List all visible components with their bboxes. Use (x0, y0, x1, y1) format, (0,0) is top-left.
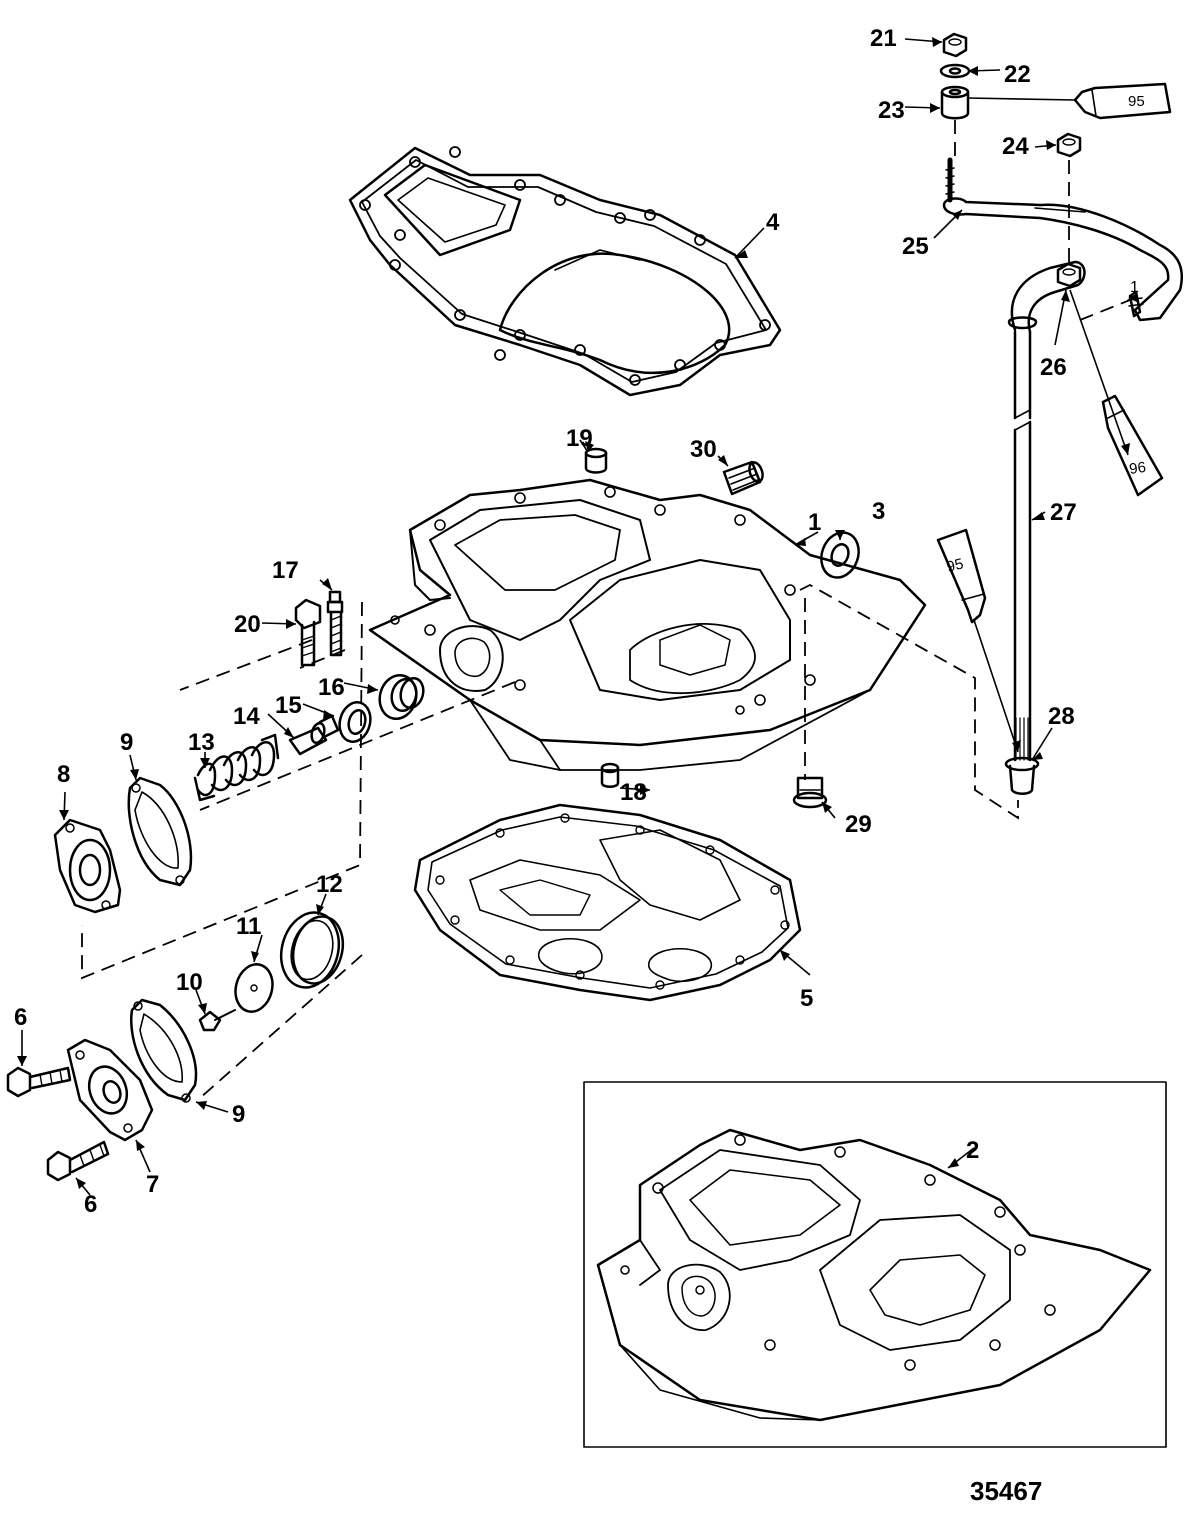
disc-12 (279, 911, 345, 989)
callout-29: 29 (845, 811, 872, 838)
callout-20: 20 (234, 611, 261, 638)
dashed-lines (81, 120, 1136, 1099)
lever-25 (942, 157, 1184, 322)
callout-7: 7 (146, 1171, 159, 1198)
adapter-plate-alt (596, 1128, 1152, 1422)
callout-3: 3 (872, 498, 885, 525)
callout-17: 17 (272, 557, 299, 584)
seal-16 (378, 673, 425, 721)
gasket-9-upper (127, 776, 193, 887)
shift-rod-27 (1007, 260, 1086, 762)
bolt-6-lower (46, 1140, 110, 1182)
spring-13 (193, 733, 280, 802)
tube-label-95-top: 95 (1128, 93, 1145, 110)
callout-12: 12 (316, 871, 343, 898)
callout-1: 1 (808, 509, 821, 536)
tube-label-95-side: 95 (945, 555, 965, 576)
nut-26 (1056, 262, 1082, 288)
washer-15 (338, 701, 372, 743)
grommet-29 (792, 776, 828, 809)
inset-frame (583, 1081, 1167, 1448)
callout-22: 22 (1004, 61, 1031, 88)
cover-7 (66, 1038, 154, 1142)
bushing-28 (1004, 756, 1040, 795)
adapter-plate-main (368, 478, 927, 771)
screw-10 (198, 1009, 236, 1032)
dowel-18 (600, 762, 620, 788)
nut-24 (1056, 132, 1082, 158)
cover-8 (53, 818, 122, 914)
callout-9-upper: 9 (120, 729, 133, 756)
tube-label-96: 96 (1128, 459, 1147, 478)
callout-8: 8 (57, 761, 70, 788)
callout-4: 4 (766, 209, 780, 236)
callout-24: 24 (1002, 133, 1029, 160)
callout-13: 13 (188, 729, 215, 756)
callout-26: 26 (1040, 354, 1067, 381)
callout-6-lower: 6 (84, 1191, 97, 1218)
washer-3 (820, 531, 860, 579)
bolt-6-upper (6, 1066, 72, 1098)
callout-25: 25 (902, 233, 929, 260)
gasket-upper (348, 146, 782, 397)
arrowheads (17, 37, 1137, 1189)
callout-16: 16 (318, 674, 345, 701)
valve-14 (288, 714, 340, 756)
tube-95-top (1073, 82, 1172, 120)
callout-23: 23 (878, 97, 905, 124)
tube-95-side (936, 528, 987, 624)
bushing-23 (940, 85, 970, 120)
figure-number: 35467 (970, 1476, 1042, 1506)
tube-96 (1101, 394, 1164, 497)
callout-14: 14 (233, 703, 260, 730)
callout-6-upper: 6 (14, 1004, 27, 1031)
bolt-20 (294, 598, 322, 667)
callout-15: 15 (275, 692, 302, 719)
callout-9-lower: 9 (232, 1101, 245, 1128)
callout-5: 5 (800, 985, 813, 1012)
fitting-30 (722, 460, 764, 496)
plug-19 (584, 447, 608, 474)
callout-11: 11 (236, 913, 261, 940)
callout-18: 18 (620, 779, 647, 806)
gasket-lower (413, 803, 802, 1002)
callout-28: 28 (1048, 703, 1075, 730)
diaphragm-11 (234, 963, 274, 1013)
callout-30: 30 (690, 436, 717, 463)
gasket-9-lower (130, 998, 198, 1103)
adapter-plate-holes (390, 486, 816, 715)
gasket-lower-holes (435, 813, 790, 990)
callout-2: 2 (966, 1137, 979, 1164)
callout-19: 19 (566, 425, 593, 452)
washer-22 (939, 63, 971, 79)
adapter-plate-alt-holes (620, 1134, 1056, 1371)
callout-1-small: 1 (1130, 279, 1139, 296)
callouts: 21 22 23 24 25 26 27 28 29 30 19 4 1 3 1… (14, 25, 1139, 1218)
callout-27: 27 (1050, 499, 1077, 526)
nut-21 (942, 32, 968, 58)
gasket-upper-holes (359, 146, 771, 386)
callout-21: 21 (870, 25, 897, 52)
callout-10: 10 (176, 969, 203, 996)
stud-17 (326, 590, 344, 657)
